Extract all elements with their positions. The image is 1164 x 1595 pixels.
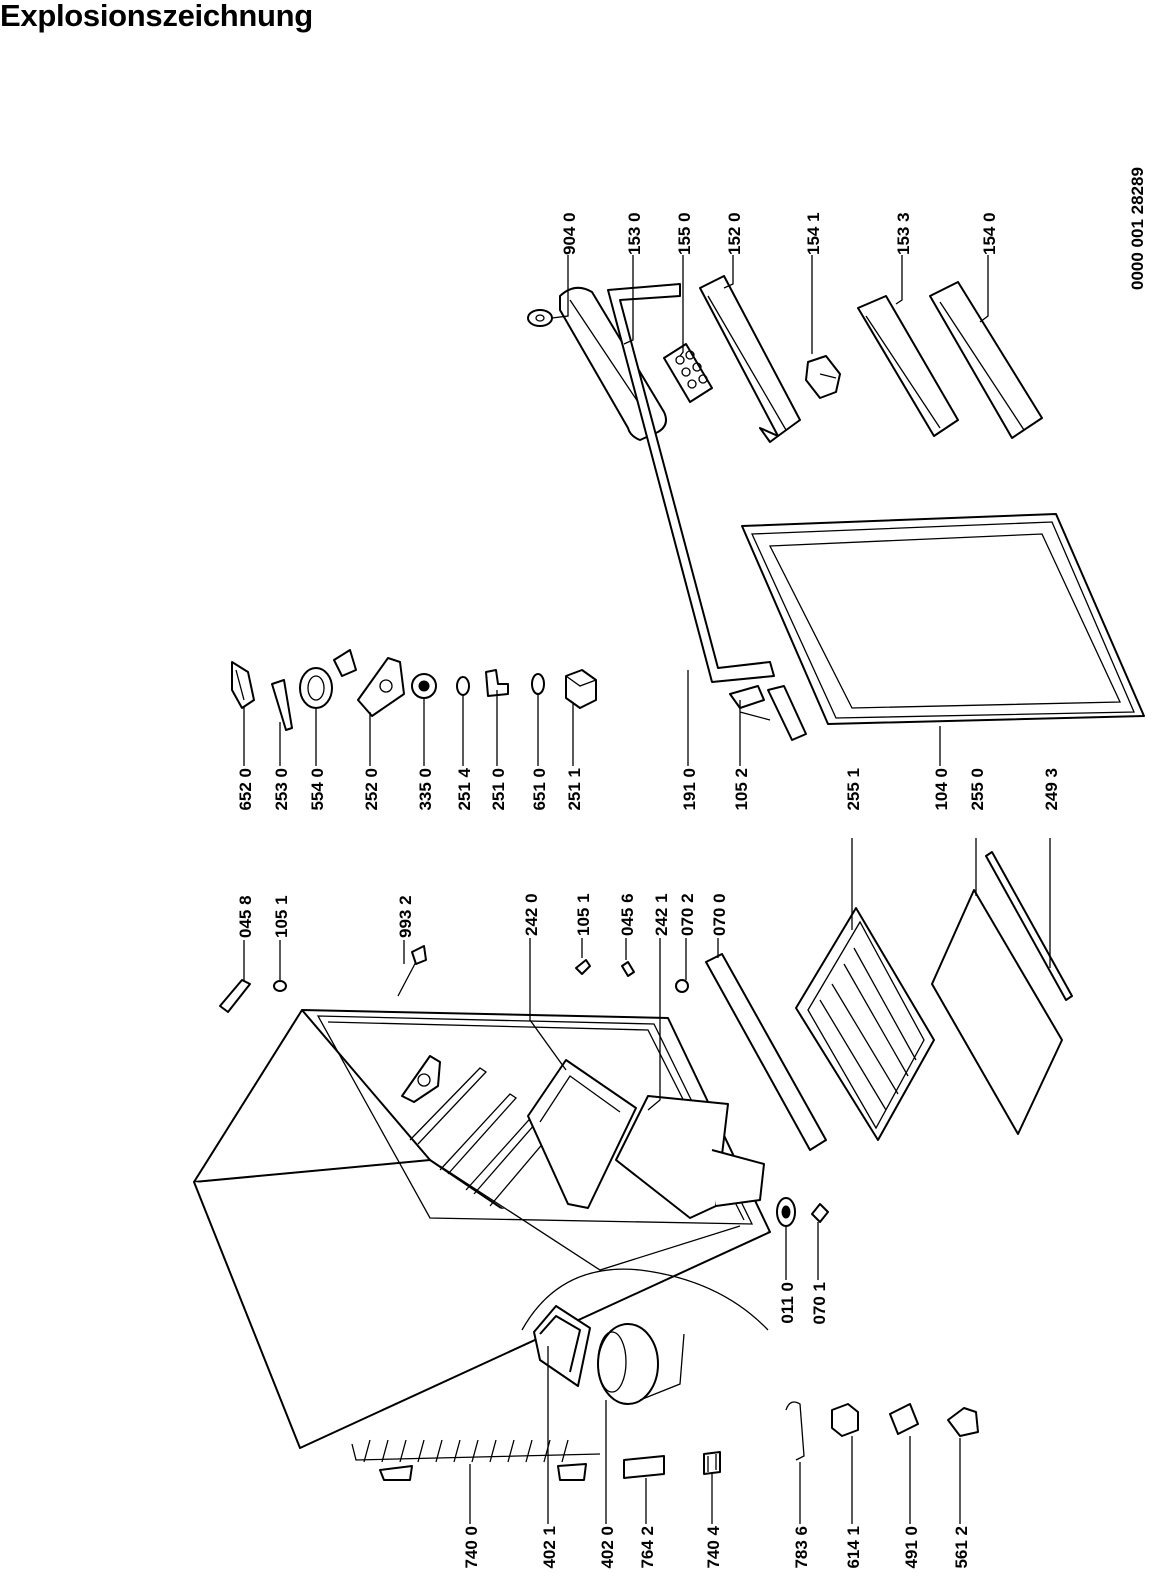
label-740-0: 740 0 xyxy=(462,1526,481,1569)
label-402-1: 402 1 xyxy=(540,1526,559,1569)
label-253-0: 253 0 xyxy=(272,768,291,811)
cabinet-body xyxy=(193,1009,771,1481)
pin-045-6 xyxy=(621,961,635,977)
label-155-0: 155 0 xyxy=(675,212,694,255)
bottle-holder-154-1 xyxy=(805,355,841,399)
door-shelf-153-3 xyxy=(857,295,959,437)
hinge-045-8 xyxy=(219,979,251,1013)
lamp-housing-554 xyxy=(299,649,357,709)
lamp-651 xyxy=(531,673,545,695)
hinge-105-2 xyxy=(729,685,807,741)
egg-tray-155 xyxy=(663,343,713,403)
label-252-0: 252 0 xyxy=(362,768,381,811)
label-153-0: 153 0 xyxy=(625,212,644,255)
page-title: Explosionszeichnung xyxy=(0,0,313,33)
label-154-1: 154 1 xyxy=(804,212,823,255)
label-105-2: 105 2 xyxy=(732,768,751,811)
screw-105-1-b xyxy=(575,959,591,975)
cable-783-6 xyxy=(785,1401,805,1461)
grommet-740-4 xyxy=(703,1451,721,1475)
label-070-2: 070 2 xyxy=(678,893,697,936)
door-shelf-152 xyxy=(699,275,801,443)
label-651-0: 651 0 xyxy=(530,768,549,811)
label-740-4: 740 4 xyxy=(704,1525,723,1568)
label-402-0: 402 0 xyxy=(598,1526,617,1569)
label-251-0: 251 0 xyxy=(489,768,508,811)
label-249-3: 249 3 xyxy=(1042,768,1061,811)
label-242-0: 242 0 xyxy=(522,893,541,936)
sensor-993-2 xyxy=(397,945,427,997)
label-554-0: 554 0 xyxy=(308,768,327,811)
label-045-6: 045 6 xyxy=(618,893,637,936)
label-335-0: 335 0 xyxy=(416,768,435,811)
label-255-1: 255 1 xyxy=(844,768,863,811)
screw-105-1 xyxy=(273,980,287,992)
clip-561-2 xyxy=(947,1407,979,1437)
glass-shelf-255-1 xyxy=(795,907,935,1141)
rail-070-0 xyxy=(705,953,827,1151)
label-251-4: 251 4 xyxy=(455,767,474,810)
knob-335 xyxy=(411,673,437,699)
leader-lines xyxy=(243,255,1051,1524)
label-070-1: 070 1 xyxy=(810,1282,829,1325)
door-frame-191 xyxy=(607,283,775,683)
label-152-0: 152 0 xyxy=(725,212,744,255)
bulb-251-4 xyxy=(456,676,470,696)
label-251-1: 251 1 xyxy=(565,768,584,811)
door-104 xyxy=(741,513,1145,725)
switch-251-1 xyxy=(565,669,597,709)
label-904-0: 904 0 xyxy=(560,212,579,255)
door-shelf-154-0 xyxy=(929,281,1043,439)
relay-614-1 xyxy=(831,1403,859,1437)
dryer-764-2 xyxy=(623,1455,665,1479)
label-255-0: 255 0 xyxy=(968,768,987,811)
cover-491 xyxy=(889,1403,919,1435)
label-154-0: 154 0 xyxy=(980,212,999,255)
cap-070-2 xyxy=(675,979,689,993)
label-153-3: 153 3 xyxy=(894,212,913,255)
cover-251 xyxy=(485,669,509,697)
label-993-2: 993 2 xyxy=(396,895,415,938)
label-614-1: 614 1 xyxy=(844,1526,863,1569)
label-783-6: 783 6 xyxy=(792,1526,811,1569)
label-105-1: 105 1 xyxy=(272,895,291,938)
label-045-8: 045 8 xyxy=(236,895,255,938)
plug-011-0 xyxy=(776,1197,796,1227)
label-070-0: 070 0 xyxy=(710,893,729,936)
label-191-0: 191 0 xyxy=(680,768,699,811)
label-011-0: 011 0 xyxy=(778,1282,797,1324)
knob-253 xyxy=(271,679,293,731)
glass-plate-255-0 xyxy=(931,889,1063,1135)
label-652-0: 652 0 xyxy=(236,768,255,811)
control-housing-252 xyxy=(357,657,405,717)
label-104-0: 104 0 xyxy=(932,768,951,811)
label-764-2: 764 2 xyxy=(638,1526,657,1569)
label-491-0: 491 0 xyxy=(902,1526,921,1569)
label-561-2: 561 2 xyxy=(952,1526,971,1569)
cap-070-1 xyxy=(811,1203,829,1223)
label-105-1-b: 105 1 xyxy=(574,893,593,936)
label-242-1: 242 1 xyxy=(652,893,671,936)
thermostat-652 xyxy=(231,661,255,709)
egg-tray-cap-904 xyxy=(527,309,553,327)
